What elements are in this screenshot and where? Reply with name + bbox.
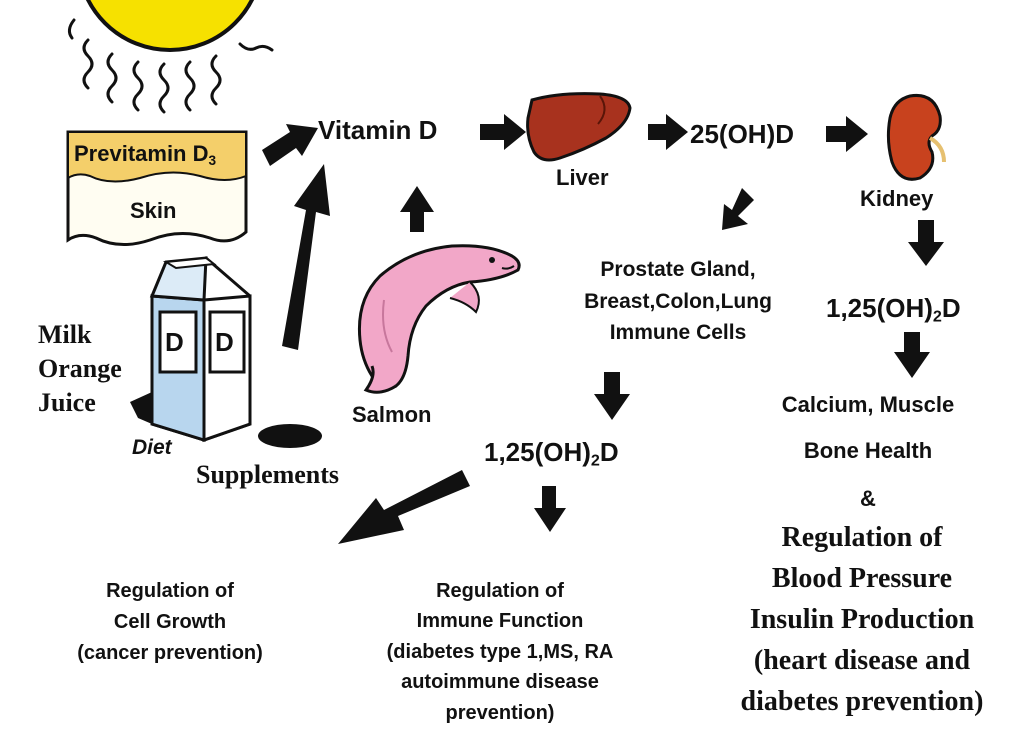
arrow-immune-down — [534, 486, 566, 532]
vitamin-d-label: Vitamin D — [318, 115, 438, 145]
ampersand-label: & — [860, 486, 876, 511]
arrow-cell-growth — [338, 470, 470, 544]
diet-sources-label: Milk Orange Juice — [38, 320, 122, 417]
liver-label: Liver — [556, 165, 609, 190]
calcium-muscle-label: Calcium, Muscle — [781, 392, 955, 417]
carton-letter-left: D — [165, 327, 184, 357]
bone-health-label: Bone Health — [803, 438, 933, 463]
arrow-tissues-down — [594, 372, 630, 420]
arrow-vitd-to-liver — [480, 114, 526, 150]
salmon-label: Salmon — [352, 402, 432, 427]
arrow-25-to-kidney — [826, 116, 868, 152]
supplements-label: Supplements — [196, 460, 340, 489]
metabolite-25-label: 25(OH)D — [690, 119, 795, 149]
diet-label: Diet — [132, 436, 172, 459]
arrow-skin-to-vitd — [262, 124, 318, 166]
kidney-icon — [886, 93, 946, 181]
flow-arrows — [262, 114, 944, 544]
arrow-calcium-down — [894, 332, 930, 378]
carton-letter-right: D — [215, 327, 234, 357]
tissue-product-label: 1,25(OH)2D — [484, 437, 619, 470]
skin-paper-icon — [66, 130, 248, 246]
milk-carton-icon — [130, 256, 252, 443]
arrow-liver-to-25 — [648, 114, 688, 150]
arrow-diet-up — [282, 164, 330, 350]
immune-function-block: Regulation of Immune Function (diabetes … — [386, 580, 614, 724]
arrow-kidney-down — [908, 220, 944, 266]
regulation-right-block: Regulation of Blood Pressure Insulin Pro… — [740, 522, 984, 717]
skin-label: Skin — [130, 198, 177, 223]
tissues-label: Prostate Gland, Breast,Colon,Lung Immune… — [584, 258, 772, 344]
kidney-product-label: 1,25(OH)2D — [826, 293, 961, 326]
kidney-label: Kidney — [860, 186, 934, 211]
arrow-25-to-tissues — [722, 188, 754, 230]
supplement-pill-icon — [258, 424, 322, 448]
sun-icon — [67, 0, 274, 114]
previtamin-label: Previtamin D3 — [74, 141, 217, 168]
cell-growth-block: Regulation of Cell Growth (cancer preven… — [77, 580, 263, 664]
salmon-icon — [357, 244, 521, 394]
arrow-salmon-up — [400, 186, 434, 232]
liver-icon — [526, 92, 632, 162]
